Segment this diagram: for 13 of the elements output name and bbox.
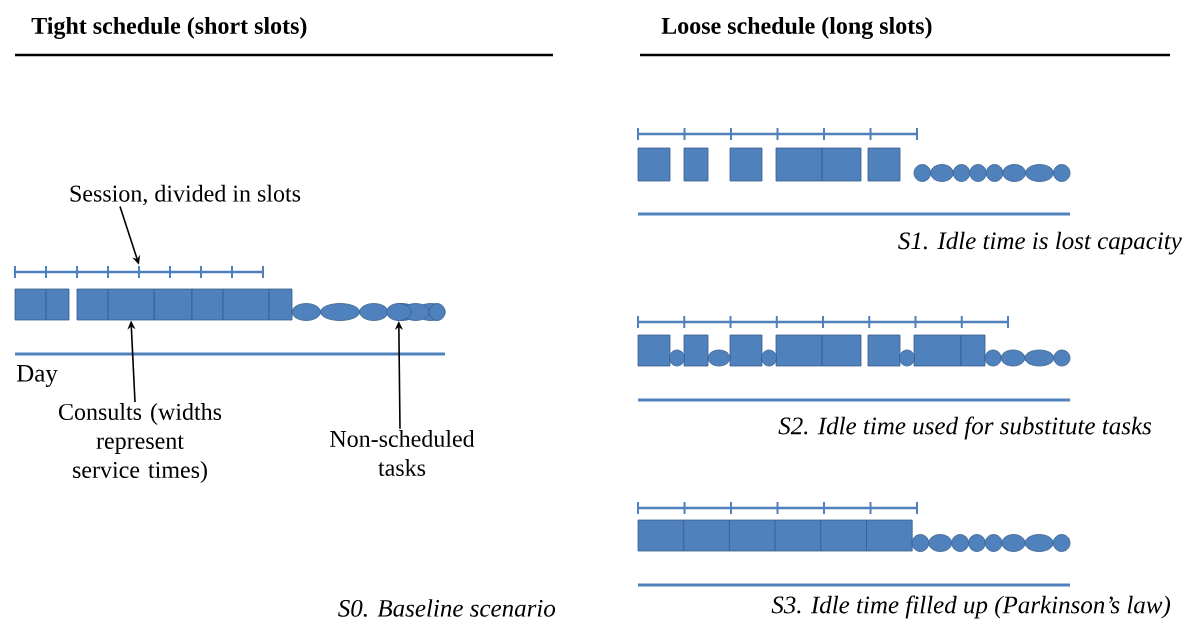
annotation-text: Non-scheduled tasks: [330, 430, 475, 476]
scenario-caption: S2. Idle time used for substitute tasks: [778, 416, 1152, 440]
axis-label: Day: [16, 365, 58, 387]
section-heading: Tight schedule (short slots): [31, 17, 307, 39]
section-heading: Loose schedule (long slots): [661, 17, 932, 39]
consult-box: [107, 288, 155, 321]
scenario-caption: S1. Idle time is lost capacity: [898, 231, 1182, 255]
annotation-text: Session, divided in slots: [70, 184, 301, 206]
scenario-caption: S3. Idle time filled up (Parkinson’s law): [771, 595, 1171, 619]
slot-ruler: [14, 265, 264, 279]
annotation-text: Consults (widths represent service times): [59, 403, 222, 483]
task-ellipse: [386, 303, 412, 321]
scenario-caption: S0. Baseline scenario: [338, 599, 556, 617]
